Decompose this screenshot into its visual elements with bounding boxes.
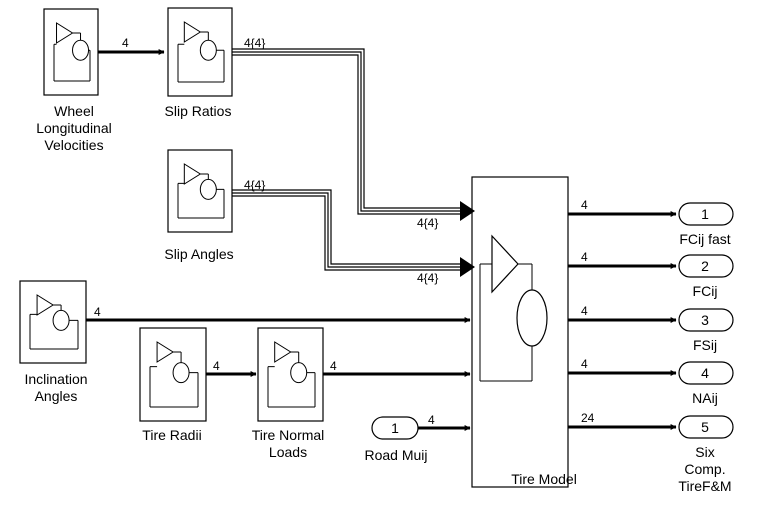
signal-label: 4{4} (417, 271, 438, 285)
slip-angles-block[interactable] (167, 149, 233, 233)
subsystem-icon (53, 22, 91, 82)
signal-label: 24 (581, 411, 595, 425)
outport-label: FCij fast (679, 231, 730, 247)
signal-label: 4 (581, 250, 588, 264)
tire-normal-loads-label: Tire Normal (252, 427, 325, 443)
road-muij-inport[interactable]: 1 (371, 416, 419, 440)
bus-slip-ratios (232, 48, 462, 215)
slip-angles-label: Slip Angles (164, 246, 233, 262)
outport-4[interactable]: 4 (678, 361, 734, 385)
outport-label: Six (695, 444, 714, 460)
outport-number: 3 (701, 312, 709, 328)
signal-label: 4{4} (244, 36, 265, 50)
wheel-velocities-label: Wheel (54, 103, 94, 119)
outport-label: NAij (692, 390, 718, 406)
inclination-angles-label: Angles (35, 388, 78, 404)
signal-label: 4 (581, 357, 588, 371)
bus-slip-angles (232, 189, 462, 271)
signal-label: 4 (330, 359, 337, 373)
outport-2[interactable]: 2 (678, 254, 734, 278)
subsystem-icon (29, 294, 79, 350)
outport-label: FSij (693, 337, 717, 353)
tire-normal-loads-block[interactable] (257, 327, 324, 422)
outport-number: 4 (701, 365, 709, 381)
signal-label: 4 (428, 413, 435, 427)
tire-radii-block[interactable] (139, 327, 207, 422)
subsystem-icon (267, 341, 316, 408)
outport-label: FCij (693, 283, 718, 299)
wheel-velocities-label: Velocities (44, 137, 103, 153)
outport-number: 2 (701, 258, 709, 274)
road-muij-port-number: 1 (391, 420, 399, 436)
outport-number: 5 (701, 419, 709, 435)
signal-label: 4{4} (244, 178, 265, 192)
inclination-angles-label: Inclination (24, 371, 87, 387)
subsystem-icon (177, 163, 225, 219)
wheel-velocities-label: Longitudinal (36, 120, 112, 136)
outport-label: TireF&M (678, 478, 731, 494)
slip-ratios-label: Slip Ratios (165, 103, 232, 119)
outport-1[interactable]: 1 (678, 202, 734, 226)
tire-normal-loads-label: Loads (269, 444, 307, 460)
signal-label: 4{4} (417, 216, 438, 230)
signal-label: 4 (213, 359, 220, 373)
signal-label: 4 (581, 198, 588, 212)
tire-radii-label: Tire Radii (142, 427, 201, 443)
subsystem-icon (177, 21, 225, 83)
slip-ratios-block[interactable] (167, 7, 233, 97)
outport-3[interactable]: 3 (678, 308, 734, 332)
signal-label: 4 (581, 304, 588, 318)
tire-model-block[interactable] (471, 176, 569, 488)
signal-label: 4 (122, 36, 129, 50)
subsystem-icon (149, 341, 199, 408)
outport-number: 1 (701, 206, 709, 222)
outport-5[interactable]: 5 (678, 415, 734, 439)
wheel-velocities-block[interactable] (43, 8, 99, 96)
inclination-angles-block[interactable] (19, 280, 87, 364)
outport-label: Comp. (684, 461, 725, 477)
tire-model-label: Tire Model (511, 471, 577, 487)
signal-label: 4 (94, 305, 101, 319)
road-muij-label: Road Muij (364, 447, 427, 463)
